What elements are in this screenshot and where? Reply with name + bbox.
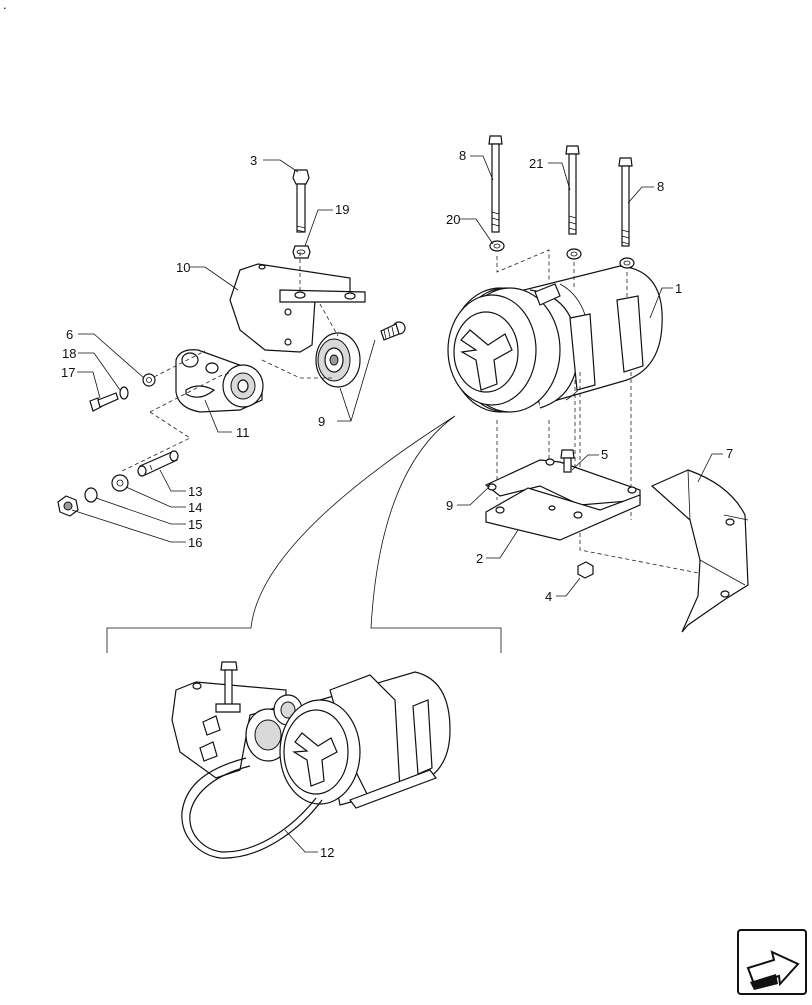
washer-22 [566, 248, 582, 260]
belt-guard-7 [650, 469, 749, 633]
tensioner-arm-12 [175, 349, 264, 413]
callout-10: 9 [318, 414, 325, 429]
washer-15 [111, 474, 129, 492]
leader-lines [71, 155, 723, 853]
detail-callout-frame [106, 415, 502, 653]
bolt-3 [292, 169, 310, 233]
callout-nine: 9 [446, 498, 453, 513]
callout-2: 2 [476, 551, 483, 566]
callout-17: 16 [188, 535, 202, 550]
assembly-detail-view [171, 661, 451, 859]
callout-6: 6 [66, 327, 73, 342]
callout-1: 1 [675, 281, 682, 296]
washer-21 [489, 240, 505, 252]
bolt-5 [560, 449, 575, 473]
idler-pulley-10 [315, 332, 361, 388]
callout-3: 3 [250, 153, 257, 168]
bolt-22 [565, 145, 580, 235]
bolt-8-right [618, 157, 633, 247]
lock-washer-19 [119, 386, 129, 400]
washer-8-right [619, 257, 635, 269]
callout-14: 13 [188, 484, 202, 499]
next-page-arrow-icon[interactable] [737, 929, 807, 995]
pulley-bolt-10 [380, 321, 406, 341]
nut-4 [577, 561, 594, 579]
callout-5: 5 [601, 447, 608, 462]
callout-8-left: 8 [459, 148, 466, 163]
callout-18: 17 [61, 365, 75, 380]
bolt-18 [89, 392, 119, 412]
lock-washer-16 [84, 487, 98, 503]
callout-15: 14 [188, 500, 202, 515]
bolt-8-left [488, 135, 503, 233]
callout-16: 15 [188, 517, 202, 532]
callout-7: 7 [726, 446, 733, 461]
callout-11: 10 [176, 260, 190, 275]
corner-mark: . [3, 0, 7, 12]
compressor-1 [447, 265, 663, 413]
pin-14 [137, 450, 179, 477]
callout-8-right: 8 [657, 179, 664, 194]
bracket-11 [229, 263, 366, 353]
callout-13: 12 [320, 845, 334, 860]
base-plate-2 [485, 487, 641, 541]
callout-20: 19 [335, 202, 349, 217]
nut-20 [292, 245, 311, 259]
callout-12: 11 [236, 425, 250, 440]
callout-22: 21 [529, 156, 543, 171]
callout-21: 20 [446, 212, 460, 227]
callout-19: 18 [62, 346, 76, 361]
washer-6 [142, 373, 156, 387]
nut-17 [57, 495, 79, 517]
callout-4: 4 [545, 589, 552, 604]
